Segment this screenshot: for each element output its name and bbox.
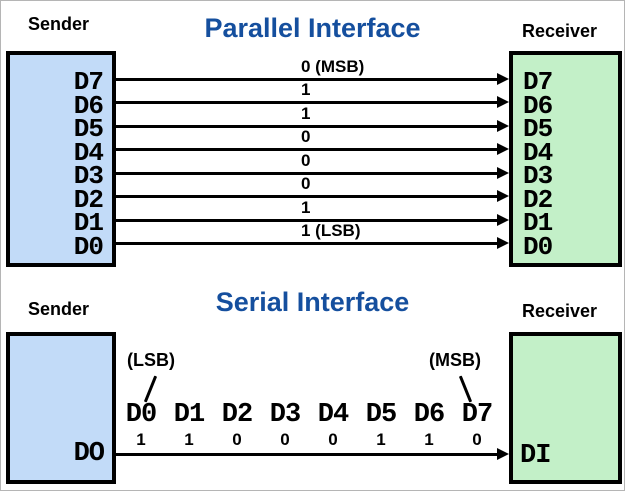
serial-wire xyxy=(116,453,498,456)
arrow-right-icon xyxy=(497,96,509,108)
arrow-right-icon xyxy=(497,448,509,460)
serial-bit-value: 0 xyxy=(280,430,290,449)
serial-sender-port: DO xyxy=(73,439,105,469)
parallel-bit-label: 1 xyxy=(301,80,311,99)
serial-bit-value: 1 xyxy=(424,430,434,449)
parallel-bit-label: 1 xyxy=(301,104,311,123)
parallel-wire xyxy=(116,78,499,81)
arrow-right-icon xyxy=(497,167,509,179)
parallel-wire xyxy=(116,125,499,128)
sender-pin: D0 xyxy=(73,231,104,262)
parallel-receiver-pins: D7 D6 D5 D4 D3 D2 D1 D0 xyxy=(523,67,618,262)
parallel-receiver-box: D7 D6 D5 D4 D3 D2 D1 D0 xyxy=(509,51,622,267)
receiver-pin: D5 xyxy=(523,114,553,144)
serial-bit-value: 1 xyxy=(136,430,146,449)
receiver-pin: D0 xyxy=(523,231,553,262)
lsb-pointer-line xyxy=(143,375,158,403)
serial-bit-name: D1 xyxy=(173,400,205,430)
sender-pin: D3 xyxy=(73,161,104,191)
serial-bit-value: 0 xyxy=(472,430,482,449)
parallel-bit-label: 0 xyxy=(301,151,311,170)
serial-bit-value: 0 xyxy=(232,430,242,449)
parallel-bit-label: 0 xyxy=(301,174,311,193)
receiver-pin: D2 xyxy=(523,184,553,215)
receiver-pin: D4 xyxy=(523,137,553,168)
parallel-bit-label: 1 xyxy=(301,198,311,217)
arrow-right-icon xyxy=(497,237,509,249)
serial-title: Serial Interface xyxy=(215,287,410,317)
parallel-wire xyxy=(116,219,499,222)
serial-bit-names: D0 D1 D2 D3 D4 D5 D6 D7 xyxy=(117,402,501,429)
parallel-wire xyxy=(116,101,499,104)
parallel-wire xyxy=(116,172,499,175)
parallel-sender-label: Sender xyxy=(28,14,90,34)
serial-bit-value: 1 xyxy=(184,430,194,449)
serial-sender-box: DO xyxy=(6,332,116,484)
parallel-sender-pins: D7 D6 D5 D4 D3 D2 D1 D0 xyxy=(10,67,104,262)
serial-bit-name: D0 xyxy=(125,400,157,430)
sender-pin: D5 xyxy=(73,114,104,144)
msb-annotation: (MSB) xyxy=(429,350,481,370)
parallel-wire xyxy=(116,242,499,245)
sender-pin: D4 xyxy=(73,137,104,168)
serial-bit-name: D4 xyxy=(317,400,349,430)
serial-bit-value: 0 xyxy=(328,430,338,449)
parallel-wire xyxy=(116,195,499,198)
serial-bit-values: 1 1 0 0 0 1 1 0 xyxy=(117,430,501,449)
parallel-bit-label: 1 (LSB) xyxy=(301,221,361,240)
parallel-bit-label: 0 xyxy=(301,127,311,146)
lsb-annotation: (LSB) xyxy=(127,350,175,370)
serial-bit-name: D3 xyxy=(269,400,301,430)
arrow-right-icon xyxy=(497,190,509,202)
receiver-pin: D6 xyxy=(523,90,553,121)
parallel-wire xyxy=(116,148,499,151)
arrow-right-icon xyxy=(497,143,509,155)
serial-receiver-box: DI xyxy=(509,332,622,484)
arrow-right-icon xyxy=(497,214,509,226)
sender-pin: D7 xyxy=(73,67,104,97)
msb-pointer-line xyxy=(458,375,473,403)
receiver-pin: D1 xyxy=(523,208,553,238)
parallel-sender-box: D7 D6 D5 D4 D3 D2 D1 D0 xyxy=(6,51,116,267)
serial-bit-name: D6 xyxy=(413,400,445,430)
parallel-bit-label: 0 (MSB) xyxy=(301,57,365,76)
sender-pin: D2 xyxy=(73,184,104,215)
serial-bit-name: D7 xyxy=(461,400,493,430)
arrow-right-icon xyxy=(497,120,509,132)
receiver-pin: D7 xyxy=(523,67,553,97)
parallel-title: Parallel Interface xyxy=(204,13,421,43)
serial-receiver-port: DI xyxy=(520,441,551,471)
receiver-pin: D3 xyxy=(523,161,553,191)
serial-receiver-label: Receiver xyxy=(522,301,598,321)
serial-bit-name: D5 xyxy=(365,400,397,430)
sender-pin: D6 xyxy=(73,90,104,121)
sender-pin: D1 xyxy=(73,208,104,238)
serial-bit-name: D2 xyxy=(221,400,253,430)
serial-bit-value: 1 xyxy=(376,430,386,449)
serial-sender-label: Sender xyxy=(28,299,90,319)
arrow-right-icon xyxy=(497,73,509,85)
parallel-receiver-label: Receiver xyxy=(522,21,598,41)
